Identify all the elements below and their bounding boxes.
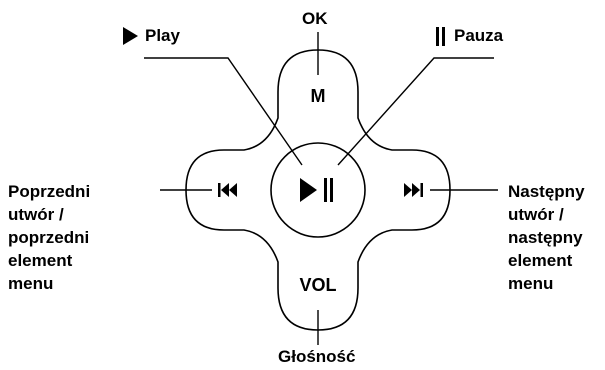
pause-icon xyxy=(436,27,445,46)
previous-label-line: poprzedni xyxy=(8,228,90,247)
next-label: Następny utwór / następny element menu xyxy=(508,180,585,295)
volume-button[interactable] xyxy=(280,240,356,328)
next-label-line: element xyxy=(508,251,573,270)
next-label-line: menu xyxy=(508,274,554,293)
volume-label: Głośność xyxy=(278,347,356,366)
next-track-icon xyxy=(404,183,423,197)
menu-button-label: M xyxy=(310,86,326,106)
previous-label-line: utwór / xyxy=(8,205,64,224)
pause-leader-line xyxy=(337,57,494,166)
play-pause-icon xyxy=(300,178,333,202)
next-label-line: utwór / xyxy=(508,205,564,224)
play-icon xyxy=(123,27,138,45)
next-label-line: następny xyxy=(508,228,583,247)
previous-button[interactable] xyxy=(188,152,268,228)
play-leader-line xyxy=(144,57,303,166)
play-pause-button[interactable] xyxy=(272,144,364,236)
menu-button[interactable] xyxy=(280,52,356,140)
ok-label: OK xyxy=(302,9,328,28)
previous-label-line: element xyxy=(8,251,73,270)
play-label: Play xyxy=(145,26,180,45)
previous-label-line: menu xyxy=(8,274,54,293)
next-label-line: Następny xyxy=(508,182,585,201)
next-button[interactable] xyxy=(368,152,448,228)
pause-label: Pauza xyxy=(454,26,504,45)
center-button-circle xyxy=(270,142,366,238)
previous-label-line: Poprzedni xyxy=(8,182,91,201)
previous-track-icon xyxy=(218,183,237,197)
previous-label: Poprzedni utwór / poprzedni element menu xyxy=(8,180,90,295)
volume-button-label: VOL xyxy=(299,275,337,295)
